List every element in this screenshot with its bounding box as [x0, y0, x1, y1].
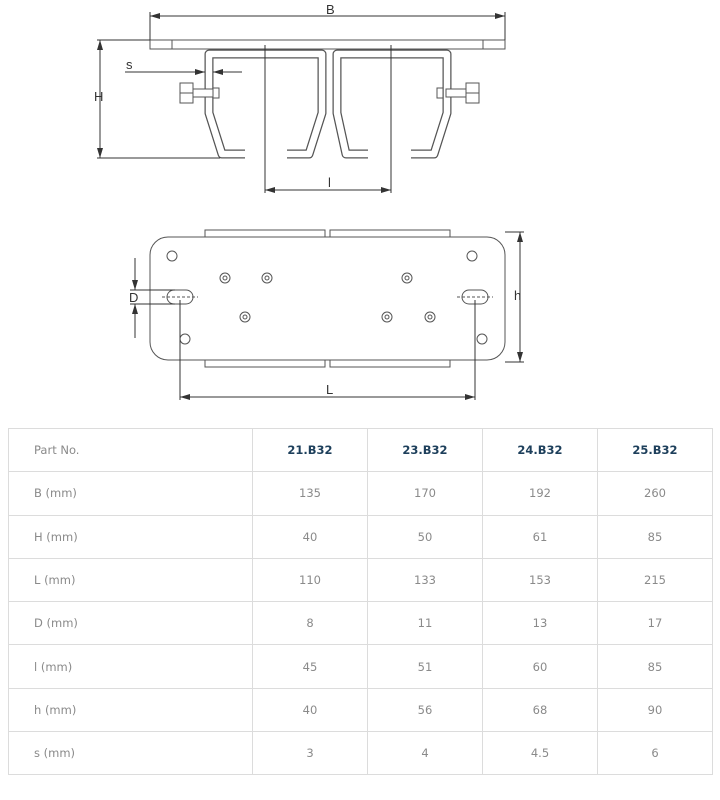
cell-value: 133 [367, 557, 483, 603]
cell-value: 50 [367, 514, 483, 559]
cell-value: 13 [482, 601, 598, 646]
cell-value: 4 [367, 731, 483, 776]
cell-value: 56 [367, 687, 483, 733]
front-dimensions [97, 12, 506, 193]
cell-value: 192 [482, 471, 598, 516]
cell-value: 8 [252, 601, 368, 646]
spec-table: Part No. 21.B32 23.B32 24.B32 25.B32 B (… [8, 427, 713, 776]
dim-label-B: B [326, 2, 335, 17]
header-label: Part No. [8, 427, 253, 473]
cell-value: 45 [252, 644, 368, 689]
dim-label-D: D [129, 290, 138, 305]
bottom-view [149, 229, 506, 368]
cell-value: 6 [597, 731, 713, 776]
cell-value: 61 [482, 514, 598, 559]
row-label: H (mm) [8, 514, 253, 559]
cell-value: 170 [367, 471, 483, 516]
cell-value: 60 [482, 644, 598, 689]
row-label: h (mm) [8, 687, 253, 733]
dim-label-l: l [328, 175, 331, 190]
row-label: L (mm) [8, 557, 253, 603]
cell-value: 85 [597, 514, 713, 559]
cell-value: 110 [252, 557, 368, 603]
cell-value: 11 [367, 601, 483, 646]
dim-label-H: H [94, 89, 103, 104]
dim-label-s: s [126, 57, 133, 72]
table-header-row: Part No. 21.B32 23.B32 24.B32 25.B32 [8, 427, 713, 473]
part-number: 21.B32 [252, 427, 368, 473]
cell-value: 135 [252, 471, 368, 516]
cell-value: 51 [367, 644, 483, 689]
row-label: s (mm) [8, 731, 253, 776]
cell-value: 40 [252, 514, 368, 559]
row-label: l (mm) [8, 644, 253, 689]
bottom-dimensions [130, 231, 524, 400]
cell-value: 215 [597, 557, 713, 603]
cell-value: 85 [597, 644, 713, 689]
technical-drawing: B H s l D h L [94, 2, 524, 400]
row-label: D (mm) [8, 601, 253, 646]
dim-label-h: h [514, 288, 521, 303]
part-number: 24.B32 [482, 427, 598, 473]
cell-value: 40 [252, 687, 368, 733]
part-number: 23.B32 [367, 427, 483, 473]
cell-value: 90 [597, 687, 713, 733]
cell-value: 68 [482, 687, 598, 733]
front-view [149, 39, 506, 159]
cell-value: 3 [252, 731, 368, 776]
dim-label-L: L [326, 382, 333, 397]
cell-value: 260 [597, 471, 713, 516]
cell-value: 153 [482, 557, 598, 603]
part-number: 25.B32 [597, 427, 713, 473]
cell-value: 17 [597, 601, 713, 646]
row-label: B (mm) [8, 471, 253, 516]
cell-value: 4.5 [482, 731, 598, 776]
